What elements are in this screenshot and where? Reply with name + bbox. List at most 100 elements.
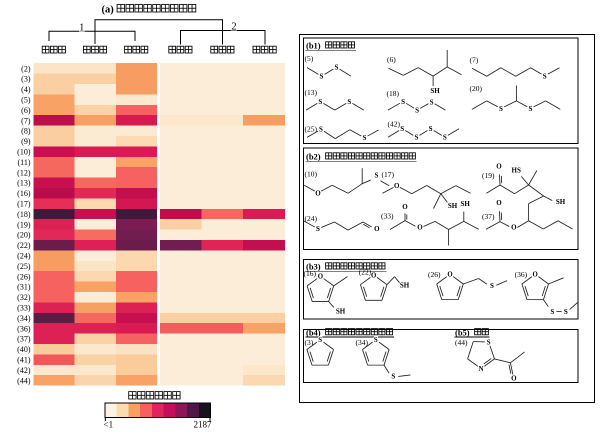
svg-text:S: S: [430, 98, 434, 106]
svg-text:O: O: [318, 274, 323, 281]
svg-text:(10): (10): [305, 170, 318, 179]
svg-text:HS: HS: [512, 167, 521, 175]
svg-text:SH: SH: [430, 87, 440, 95]
svg-text:(a): (a): [102, 5, 115, 16]
svg-text:(18): (18): [387, 89, 400, 98]
svg-text:(17): (17): [382, 170, 395, 179]
svg-text:S: S: [319, 126, 323, 134]
svg-text:(24): (24): [305, 214, 318, 223]
svg-text:O: O: [394, 182, 400, 190]
svg-text:(42): (42): [388, 120, 401, 129]
svg-text:(13): (13): [305, 88, 318, 97]
svg-text:(12): (12): [17, 168, 31, 177]
svg-text:(8): (8): [21, 127, 31, 136]
svg-text:O: O: [374, 225, 380, 233]
svg-text:(b1): (b1): [306, 41, 321, 51]
svg-text:(16): (16): [304, 269, 317, 278]
svg-text:(41): (41): [17, 356, 31, 365]
svg-text:S: S: [320, 73, 324, 81]
svg-text:(10): (10): [17, 148, 31, 157]
svg-text:(17): (17): [17, 200, 31, 209]
svg-text:SH: SH: [448, 202, 458, 210]
svg-text:S: S: [543, 72, 547, 80]
svg-text:(20): (20): [17, 231, 31, 240]
svg-text:(34): (34): [17, 314, 31, 323]
svg-text:(19): (19): [17, 220, 31, 229]
svg-text:S: S: [490, 282, 494, 290]
svg-text:S: S: [429, 125, 433, 133]
svg-text:S: S: [414, 134, 418, 142]
svg-text:SH: SH: [336, 307, 346, 315]
svg-text:S: S: [335, 64, 339, 72]
svg-text:O: O: [496, 199, 502, 207]
svg-text:(32): (32): [17, 293, 31, 302]
svg-text:(3): (3): [305, 338, 314, 347]
svg-text:(7): (7): [21, 116, 31, 125]
svg-text:SH: SH: [400, 281, 410, 289]
svg-text:(16): (16): [17, 189, 31, 198]
svg-text:O: O: [417, 223, 423, 231]
svg-text:(b5): (b5): [455, 327, 470, 337]
svg-text:(33): (33): [381, 212, 394, 221]
svg-text:S: S: [391, 373, 395, 381]
svg-text:(11): (11): [17, 158, 30, 167]
svg-text:<1: <1: [104, 420, 114, 430]
svg-text:O: O: [496, 162, 502, 170]
svg-text:(9): (9): [21, 137, 31, 146]
svg-text:S: S: [375, 172, 379, 180]
svg-text:(b3): (b3): [306, 262, 321, 272]
svg-text:O: O: [533, 272, 538, 279]
svg-text:(13): (13): [17, 179, 31, 188]
svg-text:O: O: [511, 224, 517, 232]
svg-text:S: S: [401, 98, 405, 106]
svg-text:S: S: [400, 125, 404, 133]
svg-text:S: S: [564, 308, 568, 316]
svg-text:(37): (37): [17, 335, 31, 344]
svg-text:(44): (44): [455, 338, 468, 347]
svg-text:(36): (36): [515, 270, 528, 279]
svg-text:(31): (31): [17, 283, 31, 292]
svg-text:S: S: [374, 337, 378, 344]
svg-text:S: S: [443, 134, 447, 142]
svg-text:(37): (37): [482, 212, 495, 221]
svg-text:(6): (6): [21, 106, 31, 115]
svg-text:S: S: [550, 308, 554, 316]
svg-text:SH: SH: [461, 200, 471, 208]
svg-text:(b2): (b2): [306, 152, 321, 162]
svg-text:(5): (5): [21, 96, 31, 105]
svg-text:1: 1: [79, 22, 84, 33]
svg-text:(20): (20): [470, 84, 483, 93]
svg-text:(42): (42): [17, 366, 31, 375]
svg-text:(40): (40): [17, 345, 31, 354]
svg-text:(7): (7): [470, 56, 479, 65]
svg-text:(44): (44): [17, 376, 31, 385]
svg-text:2187: 2187: [194, 420, 213, 430]
svg-text:S: S: [318, 337, 322, 344]
svg-text:O: O: [447, 272, 452, 279]
svg-text:2: 2: [231, 22, 236, 33]
svg-text:(26): (26): [428, 270, 441, 279]
svg-text:(22): (22): [359, 268, 372, 277]
svg-text:O: O: [371, 272, 376, 279]
svg-text:(2): (2): [21, 64, 31, 73]
svg-text:O: O: [402, 203, 408, 211]
svg-text:(24): (24): [17, 252, 31, 261]
svg-text:(5): (5): [305, 54, 314, 63]
svg-text:S: S: [415, 107, 419, 115]
svg-text:(4): (4): [21, 85, 31, 94]
svg-text:S: S: [347, 98, 351, 106]
svg-text:(6): (6): [387, 55, 396, 64]
svg-text:(b4): (b4): [306, 327, 321, 337]
svg-text:(25): (25): [17, 262, 31, 271]
svg-text:SH: SH: [556, 198, 566, 206]
svg-text:(3): (3): [21, 75, 31, 84]
svg-text:(19): (19): [482, 171, 495, 180]
svg-text:S: S: [316, 225, 320, 233]
svg-text:S: S: [499, 105, 503, 113]
svg-text:(25): (25): [305, 125, 318, 134]
svg-text:O: O: [511, 375, 517, 383]
svg-text:(36): (36): [17, 324, 31, 333]
svg-text:(22): (22): [17, 241, 31, 250]
svg-text:S: S: [487, 340, 491, 347]
svg-text:(34): (34): [356, 338, 369, 347]
